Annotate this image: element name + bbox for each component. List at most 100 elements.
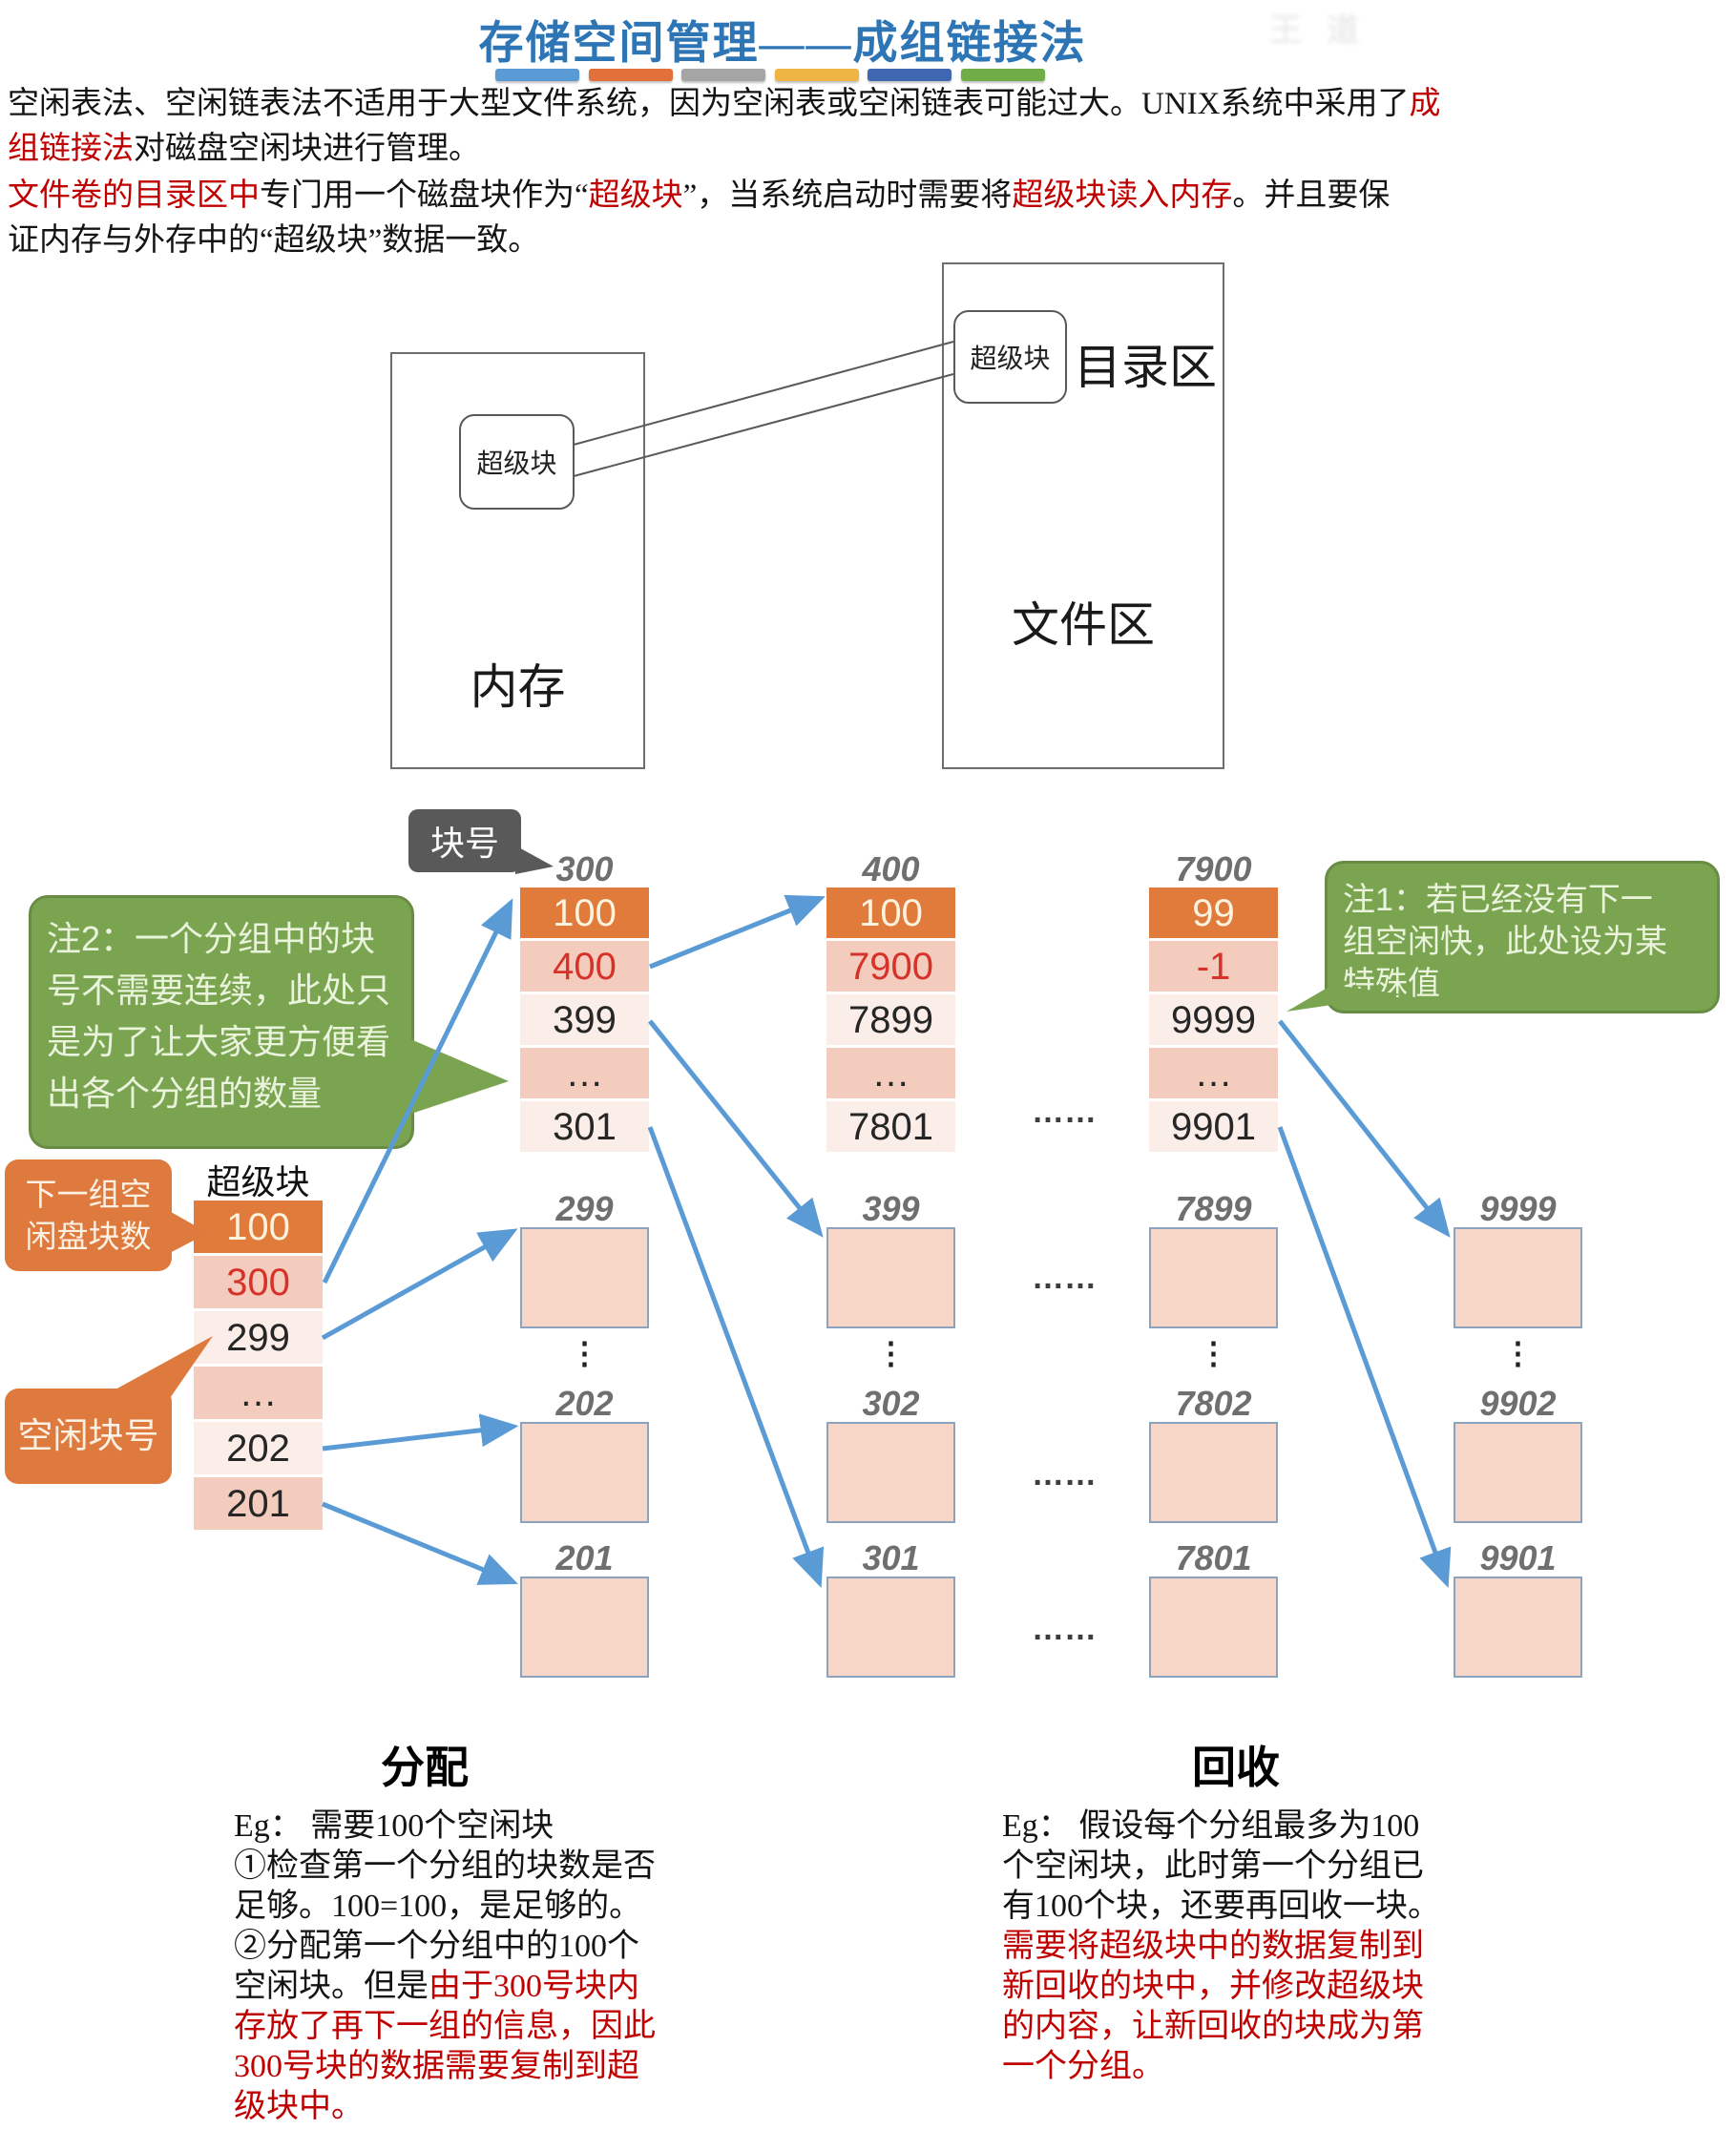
alloc-line7: 300号块的数据需要复制到超: [234, 2049, 639, 2084]
recycle-line3: 有100个块，还要再回收一块。: [1002, 1889, 1440, 1924]
block-number-callout: 块号: [408, 809, 521, 872]
square-label-9901: 9901: [1479, 1538, 1557, 1577]
arrow-superblock-to-201: [322, 1501, 518, 1585]
intro-p2-line2: 证内存与外存中的“超级块”数据一致。: [8, 223, 540, 258]
memory-label: 内存: [470, 660, 566, 714]
free-block-square-302: [826, 1422, 955, 1523]
disk-rect: [942, 262, 1224, 769]
note2-line2: 号不需要连续，此处只: [47, 971, 391, 1010]
recycle-line1: Eg： 假设每个分组最多为100: [1002, 1808, 1420, 1844]
allocation-text: Eg： 需要100个空闲块 ①检查第一个分组的块数是否 足够。100=100，是…: [234, 1806, 730, 2127]
vertical-ellipsis: ⋮: [875, 1336, 907, 1370]
free-block-square-7899: [1149, 1227, 1278, 1328]
directory-superblock-box: 超级块: [953, 310, 1067, 404]
block400-cell-next-group: 7900: [826, 941, 955, 992]
intro-paragraph-2: 文件卷的目录区中专门用一个磁盘块作为“超级块”，当系统启动时需要将超级块读入内存…: [8, 174, 1729, 263]
intro-paragraph-1: 空闲表法、空闲链表法不适用于大型文件系统，因为空闲表或空闲链表可能过大。UNIX…: [8, 82, 1729, 172]
superblock-title: 超级块: [206, 1163, 310, 1201]
block-300-label: 300: [555, 849, 614, 888]
directory-superblock-label: 超级块: [970, 344, 1051, 373]
arrow-300-to-301: [647, 1126, 825, 1589]
recycle-text: Eg： 假设每个分组最多为100 个空闲块，此时第一个分组已 有100个块，还要…: [1002, 1806, 1517, 2087]
allocation-heading: 分配: [381, 1743, 469, 1792]
recycle-heading: 回收: [1192, 1743, 1280, 1792]
block-400-column: 100 7900 7899 … 7801: [826, 888, 955, 1155]
square-label-299: 299: [555, 1189, 614, 1228]
alloc-line8: 级块中。: [234, 2089, 364, 2124]
intro-p1-line1: 空闲表法、空闲链表法不适用于大型文件系统，因为空闲表或空闲链表可能过大。UNIX…: [8, 87, 1441, 121]
block400-cell: 7801: [826, 1101, 955, 1152]
superblock-cell: 201: [194, 1477, 323, 1530]
note2-callout: 注2：一个分组中的块 号不需要连续，此处只 是为了让大家更方便看 出各个分组的数…: [29, 895, 414, 1149]
horizontal-ellipsis: ……: [1032, 1260, 1097, 1296]
note2-pointer: [408, 1038, 509, 1115]
memory-superblock-box: 超级块: [459, 414, 575, 510]
vertical-ellipsis: ⋮: [1198, 1336, 1229, 1370]
square-label-302: 302: [862, 1384, 920, 1423]
square-label-202: 202: [555, 1384, 614, 1423]
free-block-square-301: [826, 1577, 955, 1678]
square-label-7899: 7899: [1175, 1189, 1252, 1228]
free-block-square-9901: [1454, 1577, 1582, 1678]
free-block-square-7802: [1149, 1422, 1278, 1523]
square-label-201: 201: [555, 1538, 614, 1577]
block300-cell: …: [520, 1048, 649, 1098]
note1-callout: 注1：若已经没有下一 组空闲快，此处设为某 特殊值: [1325, 861, 1720, 1013]
superblock-cell-next-group: 300: [194, 1256, 323, 1308]
accent-bar-2: [589, 69, 673, 81]
recycle-line7: 一个分组。: [1002, 2049, 1164, 2084]
accent-bar-4: [775, 69, 859, 81]
free-block-square-9999: [1454, 1227, 1582, 1328]
note2-line1: 注2：一个分组中的块: [47, 919, 376, 958]
accent-bar-1: [495, 69, 579, 81]
free-block-number-label: 空闲块号: [17, 1416, 159, 1455]
page-title: 存储空间管理——成组链接法: [478, 19, 1087, 69]
block300-cell-next-group: 400: [520, 941, 649, 992]
arrow-300-to-399: [648, 1019, 824, 1238]
block300-cell: 301: [520, 1101, 649, 1152]
recycle-line5: 新回收的块中，并修改超级块: [1002, 1969, 1424, 2004]
alloc-line4: ②分配第一个分组中的100个: [234, 1929, 639, 1964]
square-label-9999: 9999: [1479, 1189, 1557, 1228]
block7900-cell: 9901: [1149, 1101, 1278, 1152]
free-block-square-9902: [1454, 1422, 1582, 1523]
recycle-line4: 需要将超级块中的数据复制到: [1002, 1929, 1424, 1964]
next-group-count-callout: 下一组空闲盘块数: [5, 1159, 172, 1271]
directory-area-label: 目录区: [1074, 341, 1217, 394]
free-block-square-201: [520, 1577, 649, 1678]
arrow-7900-to-9901: [1277, 1126, 1452, 1589]
alloc-line1: Eg： 需要100个空闲块: [234, 1808, 554, 1844]
horizontal-ellipsis: ……: [1032, 1456, 1097, 1493]
watermark: 王道: [1269, 12, 1384, 49]
accent-bar-5: [868, 69, 952, 81]
block7900-cell: …: [1149, 1048, 1278, 1098]
alloc-line6: 存放了再下一组的信息，因此: [234, 2009, 656, 2044]
free-block-square-399: [826, 1227, 955, 1328]
recycle-line6: 的内容，让新回收的块成为第: [1002, 2009, 1424, 2044]
arrow-superblock-to-202: [322, 1413, 519, 1451]
block400-cell: 7899: [826, 994, 955, 1045]
free-block-number-callout: 空闲块号: [5, 1389, 172, 1484]
superblock-cell-count: 100: [194, 1201, 323, 1253]
square-label-399: 399: [862, 1189, 920, 1228]
superblock-column: 100 300 299 … 202 201: [194, 1201, 323, 1533]
square-label-301: 301: [862, 1538, 920, 1577]
block-300-column: 100 400 399 … 301: [520, 888, 649, 1155]
alloc-line5: 空闲块。但是由于300号块内: [234, 1969, 639, 2004]
file-area-label: 文件区: [1012, 598, 1155, 652]
block400-cell: …: [826, 1048, 955, 1098]
block7900-cell-next-group: -1: [1149, 941, 1278, 992]
recycle-line2: 个空闲块，此时第一个分组已: [1002, 1848, 1424, 1884]
accent-bar-6: [961, 69, 1045, 81]
block-number-label: 块号: [429, 824, 499, 863]
superblock-cell: 299: [194, 1311, 323, 1364]
horizontal-ellipsis: ……: [1032, 1611, 1097, 1647]
intro-p1-line2: 组链接法对磁盘空闲块进行管理。: [8, 132, 480, 166]
alloc-line2: ①检查第一个分组的块数是否: [234, 1848, 656, 1884]
arrow-300-to-400: [649, 894, 826, 970]
vertical-ellipsis: ⋮: [1502, 1336, 1534, 1370]
free-block-square-299: [520, 1227, 649, 1328]
block-400-label: 400: [862, 849, 920, 888]
memory-superblock-label: 超级块: [476, 449, 557, 478]
